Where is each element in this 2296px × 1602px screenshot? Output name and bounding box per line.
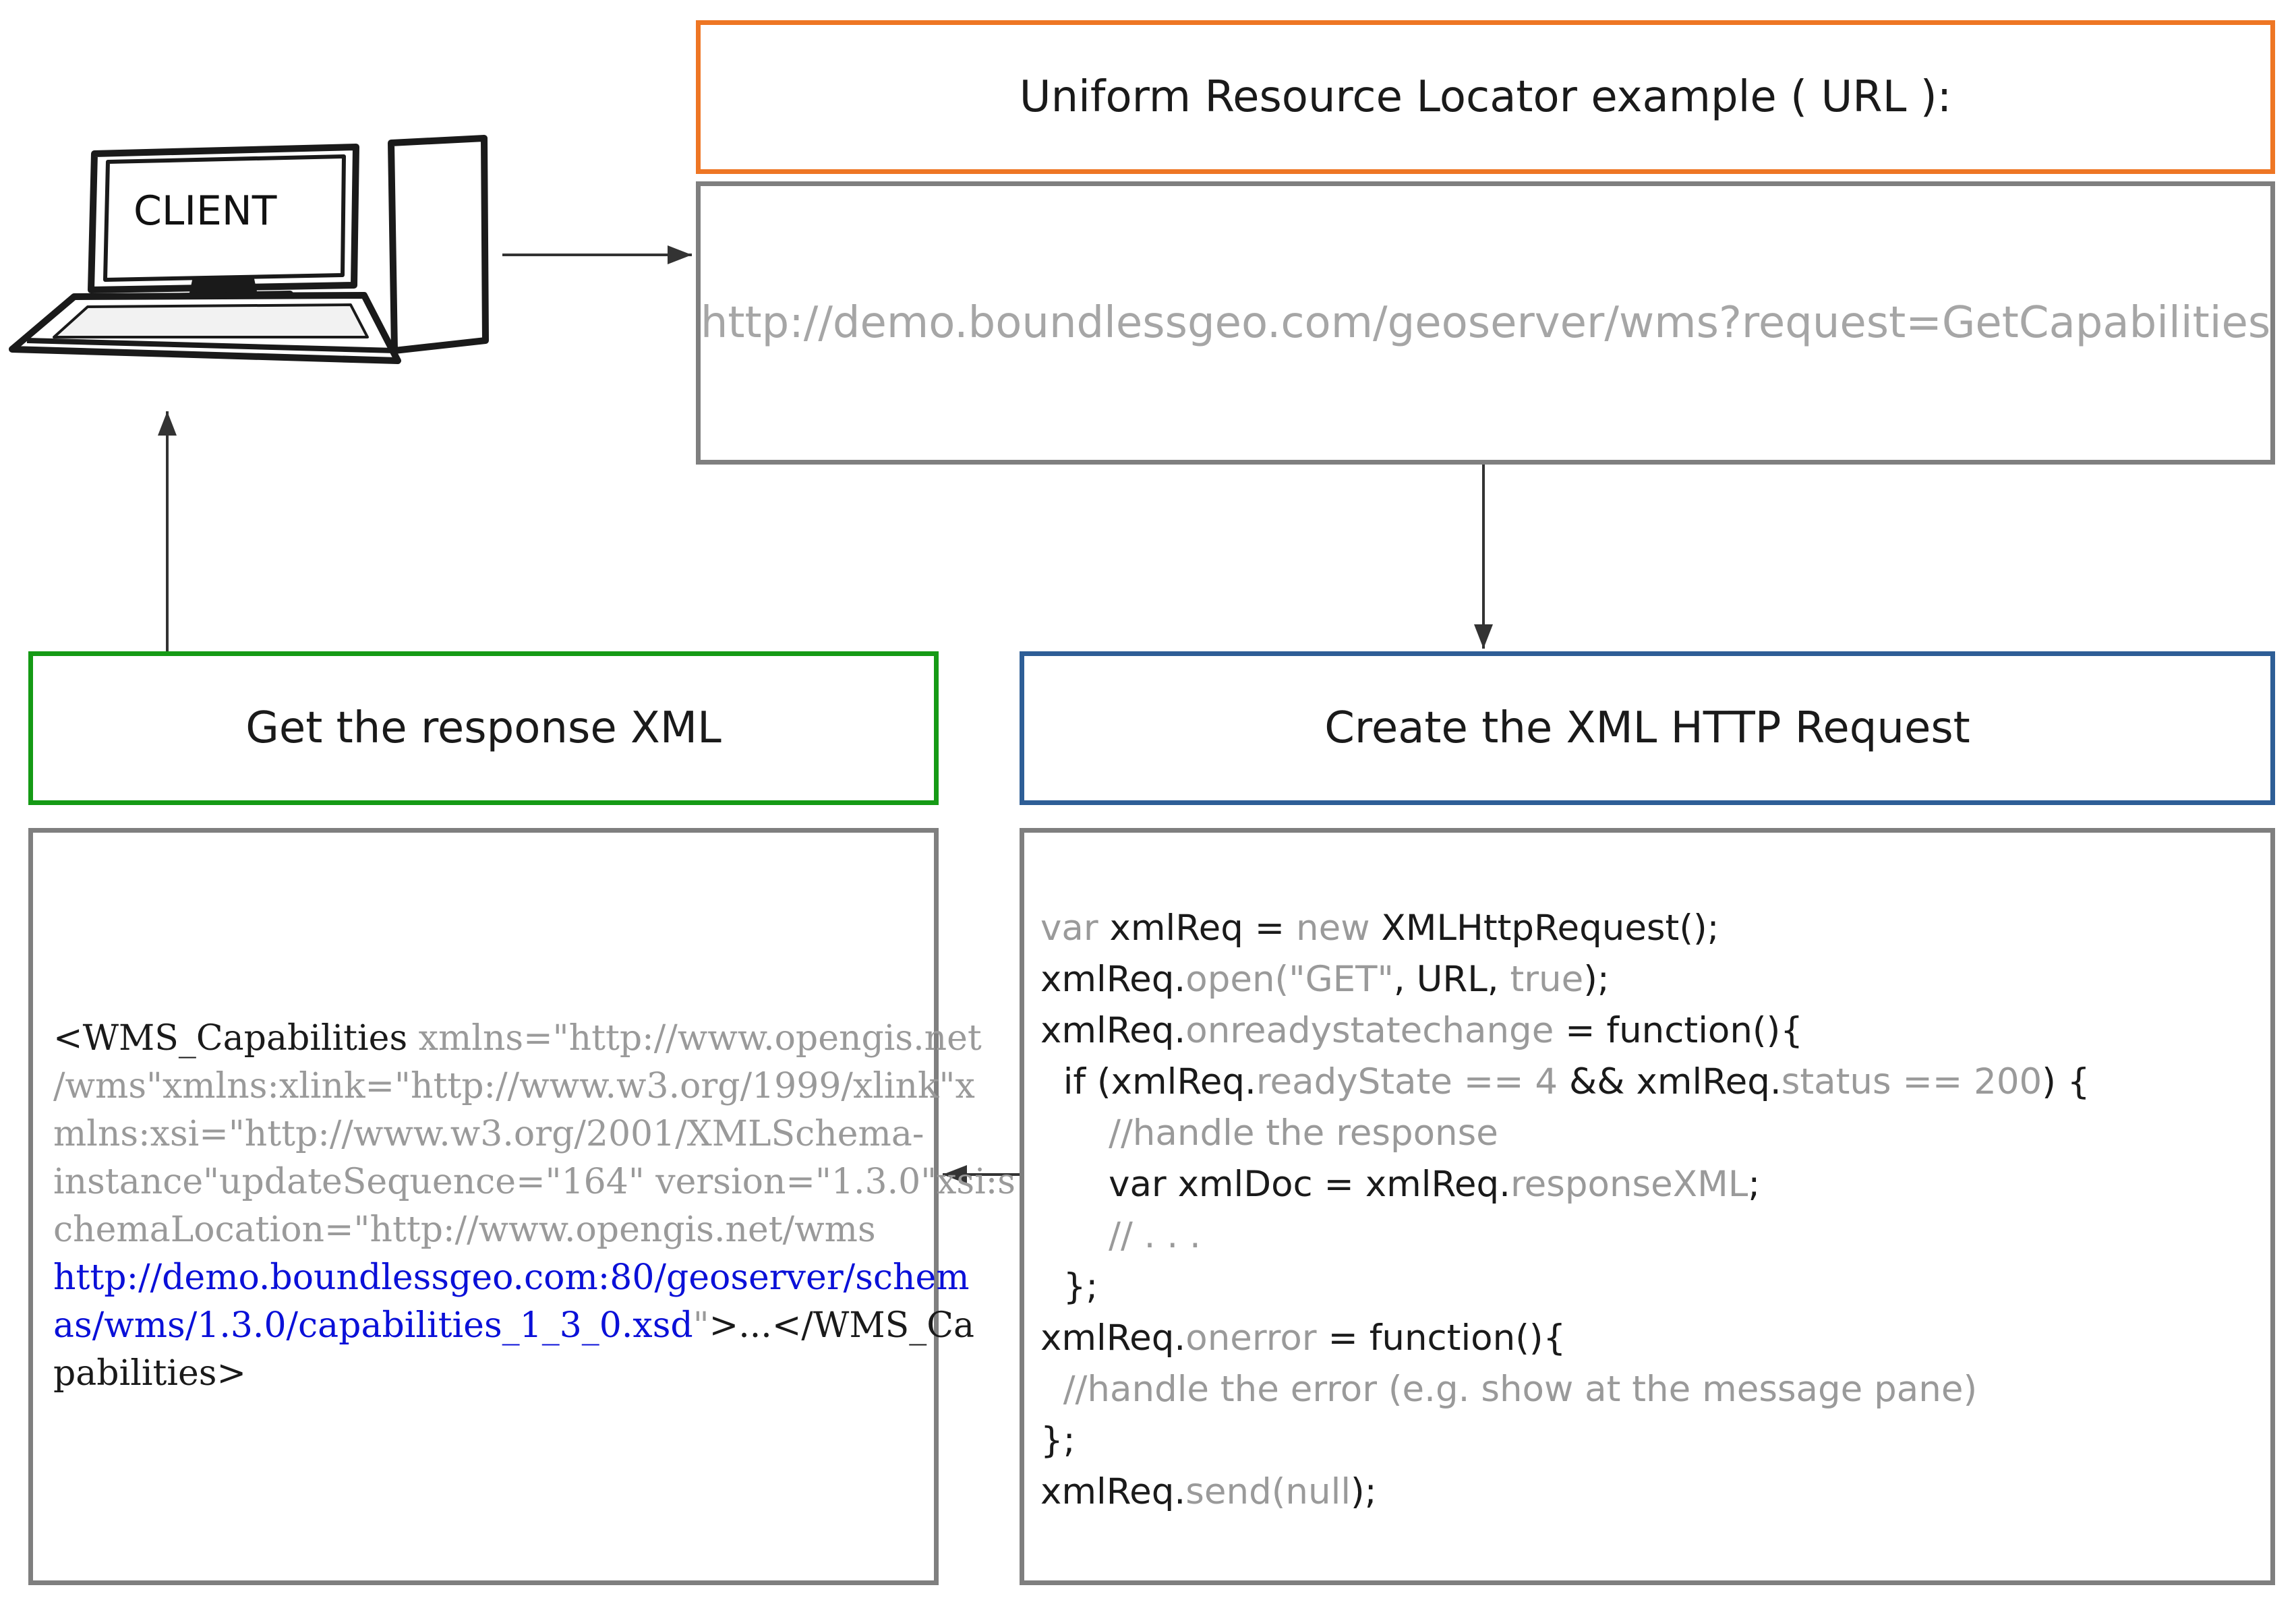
code-line-segment: onerror (1185, 1317, 1328, 1359)
code-line-segment: status == 200 (1781, 1061, 2042, 1102)
code-line-segment: xmlReq. (1040, 1317, 1186, 1359)
xml-line-segment: xmlns="http://www.opengis.net (418, 1018, 982, 1059)
xhr-title: Create the XML HTTP Request (1324, 703, 1970, 753)
xml-line-segment: http://demo.boundlessgeo.com:80/geoserve… (53, 1257, 970, 1298)
code-line-segment: && xmlReq. (1568, 1061, 1782, 1102)
code-line-segment: XMLHttpRequest(); (1381, 908, 1719, 949)
code-line-segment: if (xmlReq. (1040, 1061, 1256, 1102)
computer-icon (9, 135, 489, 364)
code-line-segment: //handle the response (1040, 1112, 1498, 1154)
xml-line: pabilities> (53, 1350, 923, 1398)
xhr-title-box: Create the XML HTTP Request (1020, 651, 2275, 805)
xml-line: <WMS_Capabilities xmlns="http://www.open… (53, 1015, 982, 1063)
code-line-segment: xmlReq. (1040, 1010, 1186, 1051)
url-text: http://demo.boundlessgeo.com/geoserver/w… (700, 298, 2271, 348)
xml-line-segment: >...</WMS_Ca (709, 1305, 975, 1346)
code-line-segment: new (1296, 908, 1382, 949)
xml-line-segment: as/wms/1.3.0/capabilities_1_3_0.xsd (53, 1305, 693, 1346)
xml-line-segment: mlns:xsi="http://www.w3.org/2001/XMLSche… (53, 1114, 924, 1154)
code-line: xmlReq.onreadystatechange = function(){ (1040, 1005, 2090, 1057)
code-line-segment: ); (1351, 1471, 1377, 1512)
code-line: }; (1040, 1262, 2090, 1313)
code-line-segment: responseXML (1510, 1164, 1748, 1205)
code-line-segment: open("GET" (1185, 959, 1394, 1000)
code-line-segment: var (1040, 908, 1110, 949)
code-line: //handle the response (1040, 1108, 2090, 1159)
xml-line: instance"updateSequence="164" version="1… (53, 1158, 1015, 1206)
code-line: //handle the error (e.g. show at the mes… (1040, 1364, 2090, 1415)
url-title-box: Uniform Resource Locator example ( URL )… (696, 20, 2275, 174)
xml-block: <WMS_Capabilities xmlns="http://www.open… (53, 1015, 1015, 1398)
client-label: CLIENT (134, 187, 277, 235)
code-line-segment: = function(){ (1565, 1010, 1804, 1051)
code-line-segment: send( (1185, 1471, 1286, 1512)
code-line-segment: //handle the error (e.g. show at the mes… (1040, 1369, 1978, 1410)
code-line-segment: }; (1040, 1420, 1076, 1461)
xml-line-segment: instance"updateSequence="164" version="1… (53, 1162, 1015, 1202)
code-line-segment: readyState == 4 (1256, 1061, 1569, 1102)
xml-line-segment: " (693, 1305, 709, 1346)
code-line: xmlReq.open("GET", URL, true); (1040, 954, 2090, 1005)
response-title: Get the response XML (245, 703, 722, 753)
code-line-segment: // . . . (1040, 1215, 1201, 1256)
url-title: Uniform Resource Locator example ( URL )… (1019, 72, 1952, 122)
code-line: // . . . (1040, 1210, 2090, 1262)
code-line: var xmlDoc = xmlReq.responseXML; (1040, 1159, 2090, 1210)
code-line-segment: null (1285, 1471, 1351, 1512)
url-example-box: http://demo.boundlessgeo.com/geoserver/w… (696, 181, 2275, 465)
code-line-segment: ) { (2042, 1061, 2090, 1102)
code-line-segment: true (1510, 959, 1584, 1000)
xhr-code-box: var xmlReq = new XMLHttpRequest();xmlReq… (1020, 828, 2275, 1585)
code-block: var xmlReq = new XMLHttpRequest();xmlReq… (1040, 903, 2090, 1518)
response-title-box: Get the response XML (28, 651, 939, 805)
code-line-segment: xmlReq. (1040, 959, 1186, 1000)
code-line-segment: var xmlDoc = xmlReq. (1040, 1164, 1511, 1205)
xml-line: chemaLocation="http://www.opengis.net/wm… (53, 1206, 923, 1254)
code-line-segment: xmlReq = (1109, 908, 1297, 949)
code-line: }; (1040, 1415, 2090, 1466)
xml-line-segment: <WMS_Capabilities (53, 1018, 419, 1059)
code-line: xmlReq.onerror = function(){ (1040, 1313, 2090, 1364)
xml-line: as/wms/1.3.0/capabilities_1_3_0.xsd">...… (53, 1302, 974, 1350)
code-line-segment: = function(){ (1328, 1317, 1566, 1359)
xml-line-segment: chemaLocation="http://www.opengis.net/wm… (53, 1210, 876, 1250)
code-line-segment: xmlReq. (1040, 1471, 1186, 1512)
code-line-segment: onreadystatechange (1185, 1010, 1566, 1051)
code-line-segment: , URL, (1393, 959, 1510, 1000)
code-line-segment: }; (1040, 1266, 1098, 1307)
code-line: var xmlReq = new XMLHttpRequest(); (1040, 903, 2090, 954)
xml-line: http://demo.boundlessgeo.com:80/geoserve… (53, 1254, 970, 1302)
xml-line-segment: pabilities> (53, 1353, 247, 1394)
code-line-segment: ); (1583, 959, 1610, 1000)
xml-line: mlns:xsi="http://www.w3.org/2001/XMLSche… (53, 1110, 924, 1158)
code-line: xmlReq.send(null); (1040, 1466, 2090, 1518)
xml-line: /wms"xmlns:xlink="http://www.w3.org/1999… (53, 1063, 975, 1110)
code-line: if (xmlReq.readyState == 4 && xmlReq.sta… (1040, 1057, 2090, 1108)
response-xml-box: <WMS_Capabilities xmlns="http://www.open… (28, 828, 1015, 1585)
code-line-segment: ; (1748, 1164, 1761, 1205)
xml-line-segment: /wms"xmlns:xlink="http://www.w3.org/1999… (53, 1066, 975, 1106)
